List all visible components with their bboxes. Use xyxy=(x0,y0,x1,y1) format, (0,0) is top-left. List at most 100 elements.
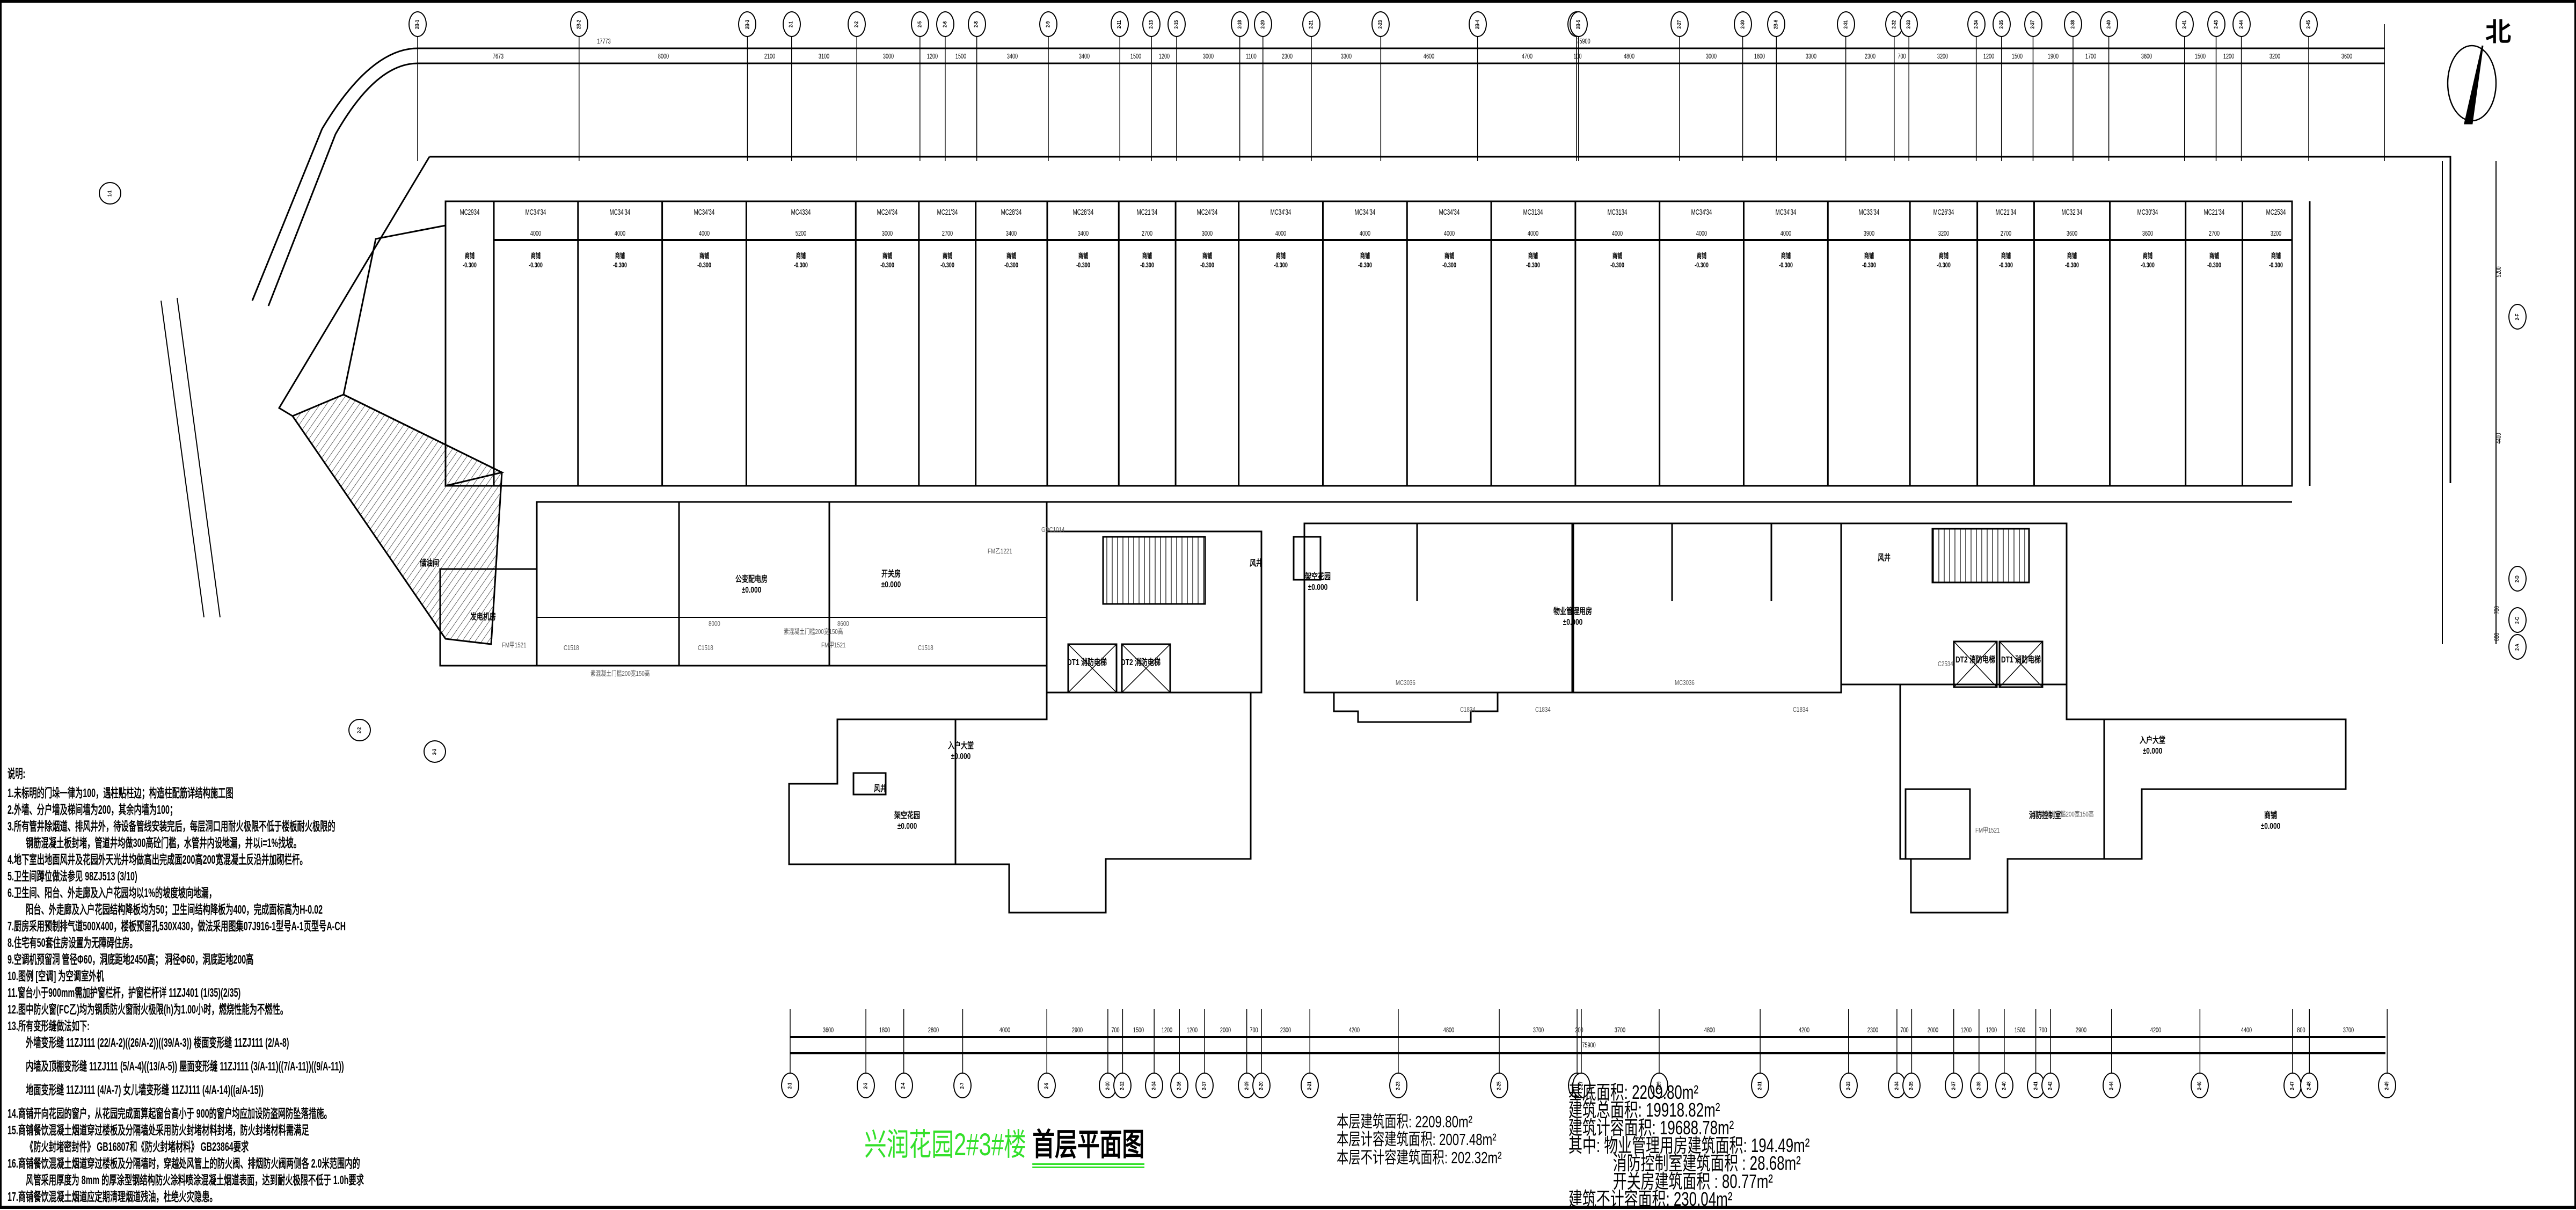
grid-axis-label: 2-D xyxy=(2514,575,2521,582)
shop-label: 商铺 xyxy=(1006,252,1017,260)
shop-label: 商铺 xyxy=(1360,252,1370,260)
area-summary-line: 开关房建筑面积 : 80.77m² xyxy=(1612,1170,1773,1192)
room-level: ±0.000 xyxy=(897,822,917,831)
project-name: 兴润花园2#3#楼 xyxy=(864,1127,1026,1162)
shop-width-dimension: 4000 xyxy=(1528,229,1539,237)
note-item: 15.商铺餐饮混凝土烟道穿过楼板及分隔墙处采用防火封堵材料封堵，防火封堵材料需满… xyxy=(8,1123,309,1137)
grid-axis-bubble: 2-30 xyxy=(1733,11,1752,37)
top-dimension: 1600 xyxy=(1754,52,1765,60)
note-item: 10.图例 [空调] 为空调室外机 xyxy=(8,969,104,983)
grid-axis-bubble: 2-23 xyxy=(1371,11,1390,37)
room-level: ±0.000 xyxy=(741,586,762,595)
shop-level: -0.300 xyxy=(1998,261,2013,269)
grid-axis-bubble: 2-31 xyxy=(1836,11,1855,37)
bottom-dimension: 4000 xyxy=(999,1026,1010,1034)
bottom-dimension: 2300 xyxy=(1280,1026,1291,1034)
note-item: 14.商铺开向花园的窗户，从花园完成面算起窗台高小于 900的窗户均应加设防盗网… xyxy=(8,1106,332,1120)
door-window-tag: C1834 xyxy=(1460,705,1476,713)
grid-axis-bubble: 2B-4 xyxy=(1468,11,1487,37)
shop-door-tag: MC34'34 xyxy=(694,208,715,217)
grid-axis-label: 2-20 xyxy=(1260,19,1266,29)
grid-axis-label: 2-32 xyxy=(1891,19,1898,29)
note-item: 地面变形缝 11ZJ111 (4/A-7) 女儿墙变形缝 11ZJ111 (4/… xyxy=(26,1083,264,1097)
top-dimension: 3600 xyxy=(2141,52,2152,60)
grid-axis-label: 2-9 xyxy=(1043,1082,1050,1089)
shop-label: 商铺 xyxy=(464,252,475,260)
shop-width-dimension: 4000 xyxy=(615,229,626,237)
door-window-tag: 8000 xyxy=(709,619,720,628)
note-item: 3.所有管井除烟道、排风井外，待设备管线安装完后，每层洞口用耐火极限不低于楼板耐… xyxy=(8,819,335,833)
grid-axis-bubble: 2-34 xyxy=(1967,11,1986,37)
room-level: ±0.000 xyxy=(2260,822,2281,831)
shop-level: -0.300 xyxy=(1140,261,1155,269)
top-dimension: 3400 xyxy=(1078,52,1090,60)
shop-door-tag: MC3134 xyxy=(1607,208,1628,217)
grid-axis-bubble: 2-5 xyxy=(910,11,929,37)
bottom-dimension: 2300 xyxy=(1867,1026,1878,1034)
section-mark-label: 2-2 xyxy=(356,727,363,733)
shop-door-tag: MC24'34 xyxy=(1196,208,1218,217)
top-dimension: 8000 xyxy=(658,52,669,60)
note-item: 13.所有变形缝做法如下: xyxy=(8,1019,90,1033)
grid-axis-label: 2-33 xyxy=(1906,19,1912,29)
grid-axis-bubble: 2-35 xyxy=(1992,11,2011,37)
shop-level: -0.300 xyxy=(529,261,543,269)
shop-door-tag: MC26'34 xyxy=(1933,208,1954,217)
grid-axis-label: 2-44 xyxy=(2108,1081,2115,1090)
grid-axis-label: 2-38 xyxy=(1976,1081,1982,1090)
grid-axis-bubble: 2-44 xyxy=(2232,11,2251,37)
bottom-dimension: 4800 xyxy=(1443,1026,1455,1034)
grid-axis-bubble: 2-21 xyxy=(1301,1073,1319,1098)
grid-axis-bubble: 2-38 xyxy=(2063,11,2082,37)
room-name: 风井 xyxy=(1249,559,1263,568)
shop-level: -0.300 xyxy=(1526,261,1541,269)
grid-axis-label: 2-43 xyxy=(2213,19,2220,29)
bottom-dimension: 2900 xyxy=(2075,1026,2087,1034)
grid-axis-bubble: 2-1 xyxy=(781,1073,799,1098)
shop-door-tag: MC34'34 xyxy=(609,208,631,217)
shop-width-dimension: 4000 xyxy=(530,229,542,237)
grid-axis-label: 2-13 xyxy=(1148,19,1155,29)
shop-label: 商铺 xyxy=(1696,252,1707,260)
shop-door-tag: MC4334 xyxy=(791,208,811,217)
grid-axis-bubble: 2-31 xyxy=(1751,1073,1770,1098)
stair-right xyxy=(1931,528,2030,584)
bottom-dimension: 3700 xyxy=(1615,1026,1626,1034)
grid-axis-bubble: 2-3 xyxy=(857,1073,875,1098)
room-level: ±0.000 xyxy=(1563,618,1583,627)
shop-door-tag: MC21'34 xyxy=(1136,208,1158,217)
room-name: 开关房 xyxy=(881,570,901,579)
top-dimension: 3200 xyxy=(2269,52,2281,60)
shop-width-dimension: 2700 xyxy=(2208,229,2220,237)
top-dimension: 3000 xyxy=(1705,52,1717,60)
top-dimension: 1500 xyxy=(2011,52,2023,60)
top-dimension: 4700 xyxy=(1521,52,1533,60)
grid-axis-label: 2-11 xyxy=(1116,20,1123,28)
door-window-tag: MC3036 xyxy=(1675,679,1695,687)
shop-level: -0.300 xyxy=(880,261,894,269)
shop-width-dimension: 3600 xyxy=(2066,229,2078,237)
room-name: 风井 xyxy=(1877,553,1891,563)
grid-axis-bubble: 2B-6 xyxy=(1767,11,1786,37)
grid-axis-label: 2-C xyxy=(2514,616,2521,624)
grid-axis-label: 2-31 xyxy=(1843,19,1849,29)
room-name: 消防控制室 xyxy=(2028,811,2062,820)
grid-axis-bubble: 2-37 xyxy=(1944,1073,1963,1098)
top-dimension: 4800 xyxy=(1623,52,1634,60)
top-dimension: 1700 xyxy=(2085,52,2097,60)
grid-axis-label: 2-5 xyxy=(917,21,923,27)
bottom-dimension: 3700 xyxy=(1533,1026,1544,1034)
grid-axis-bubble: 2-49 xyxy=(2378,1073,2397,1098)
shop-width-dimension: 3200 xyxy=(2271,229,2282,237)
shop-door-tag: MC2534 xyxy=(2266,208,2286,217)
drawing-name: 首层平面图 xyxy=(1032,1127,1145,1168)
shop-label: 商铺 xyxy=(796,252,806,260)
north-arrow-needle xyxy=(2464,45,2484,125)
room-name: DT1 消防电梯 xyxy=(2001,655,2041,665)
overall-dimension: 75900 xyxy=(1577,37,1590,45)
shop-label: 商铺 xyxy=(1938,252,1949,260)
grid-axis-label: 2-F xyxy=(2514,314,2521,320)
grid-axis-bubble: 2B-1 xyxy=(408,11,427,37)
grid-axis-bubble: 2-44 xyxy=(2102,1073,2121,1098)
grid-axis-label: 2-37 xyxy=(2030,19,2036,29)
